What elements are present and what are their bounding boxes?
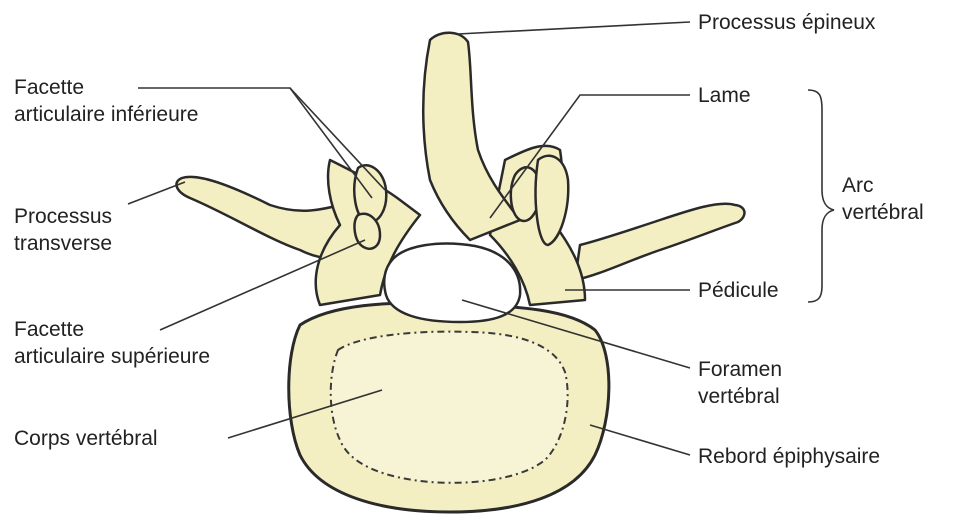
label-pedicule: Pédicule xyxy=(698,277,779,304)
right-facet-outer xyxy=(536,156,569,245)
label-arc-vertebral-line1: Arc xyxy=(842,172,924,199)
leader-processus-epineux xyxy=(458,22,690,34)
label-processus-transverse: Processus transverse xyxy=(14,203,112,257)
label-foramen-vertebral-line2: vertébral xyxy=(698,383,782,410)
label-processus-transverse-line1: Processus xyxy=(14,203,112,230)
label-corps-vertebral: Corps vertébral xyxy=(14,425,158,452)
label-foramen-vertebral: Foramen vertébral xyxy=(698,356,782,410)
leader-rebord-epiphysaire xyxy=(590,425,690,455)
spinous-process xyxy=(423,33,520,240)
vertebral-body-inner-rim xyxy=(331,332,568,483)
label-facette-inferieure-line1: Facette xyxy=(14,74,198,101)
arc-vertebral-brace xyxy=(808,90,834,302)
label-facette-inferieure-line2: articulaire inférieure xyxy=(14,101,198,128)
vertebral-body xyxy=(289,303,609,512)
label-rebord-epiphysaire: Rebord épiphysaire xyxy=(698,443,880,470)
label-facette-articulaire-inferieure: Facette articulaire inférieure xyxy=(14,74,198,128)
vertebral-foramen xyxy=(384,244,520,322)
label-facette-superieure-line1: Facette xyxy=(14,316,210,343)
label-arc-vertebral: Arc vertébral xyxy=(842,172,924,226)
label-processus-transverse-line2: transverse xyxy=(14,230,112,257)
leader-processus-transverse xyxy=(128,182,185,204)
label-foramen-vertebral-line1: Foramen xyxy=(698,356,782,383)
right-transverse-process xyxy=(575,204,744,280)
label-processus-epineux: Processus épineux xyxy=(698,9,875,36)
label-lame: Lame xyxy=(698,82,751,109)
label-facette-articulaire-superieure: Facette articulaire supérieure xyxy=(14,316,210,370)
label-arc-vertebral-line2: vertébral xyxy=(842,199,924,226)
label-facette-superieure-line2: articulaire supérieure xyxy=(14,343,210,370)
